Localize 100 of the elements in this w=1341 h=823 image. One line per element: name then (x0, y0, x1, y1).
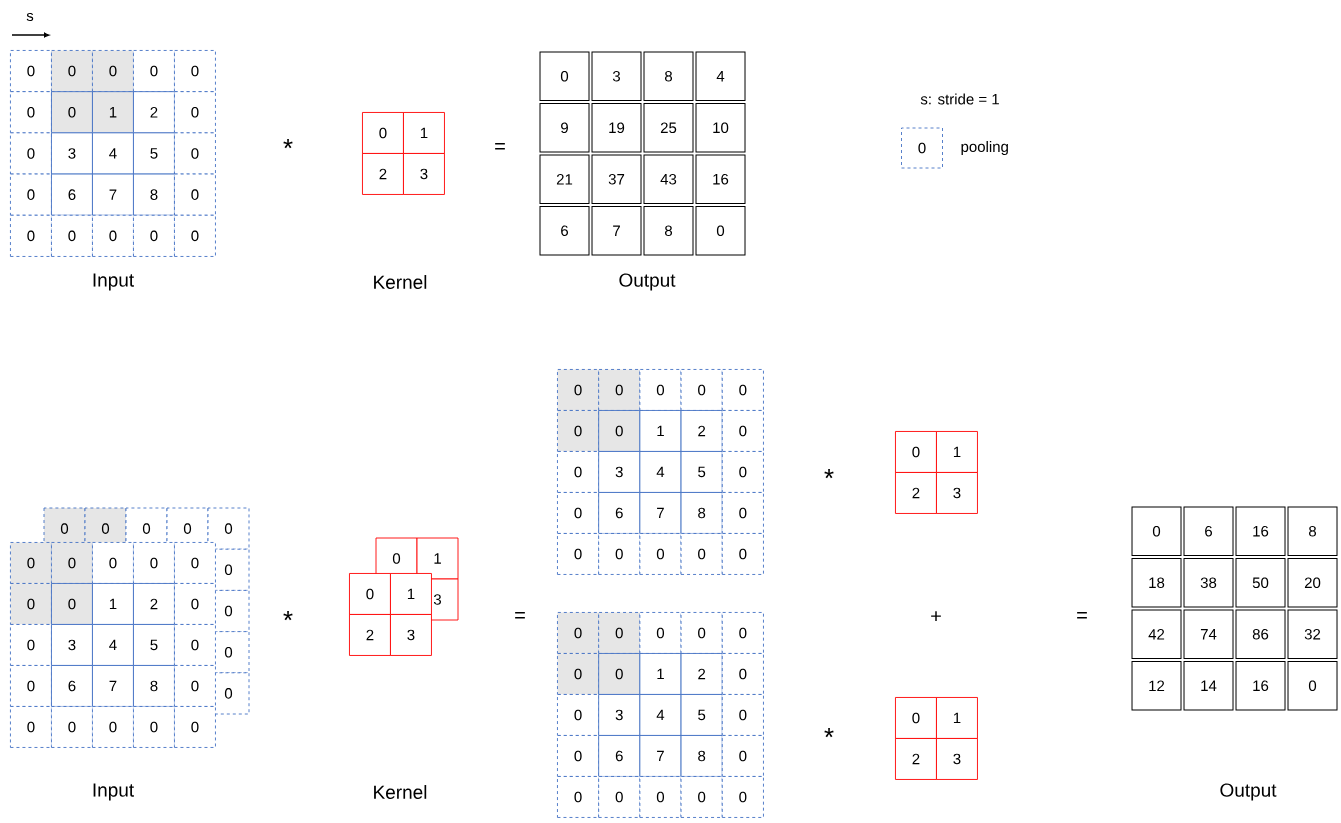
grid-cell: 0 (51, 706, 93, 748)
grid-cell: 0 (557, 735, 600, 777)
grid-cell: 0 (598, 533, 641, 575)
grid-cell: 0 (51, 91, 93, 134)
kernel-cell: 3 (936, 472, 978, 514)
kernel-cell: 1 (936, 431, 978, 473)
output-cell: 0 (1131, 506, 1182, 556)
node-label: 0 (142, 523, 151, 534)
grid-cell: 3 (51, 624, 93, 666)
grid-cell: 0 (10, 583, 52, 625)
grid-cell: 2 (680, 410, 723, 452)
grid-cell: 0 (174, 132, 216, 175)
output-cell: 10 (695, 103, 746, 153)
operator-symbol: = (1077, 612, 1087, 619)
grid-caption: Kernel (374, 275, 427, 289)
grid-cell: 3 (598, 451, 641, 493)
grid-cell: 0 (557, 533, 600, 575)
output-cell: 19 (591, 103, 642, 153)
output-cell: 3 (591, 51, 642, 101)
grid-cell: 0 (557, 492, 600, 534)
node-label: 1 (434, 553, 441, 564)
grid-cell: 0 (557, 451, 600, 493)
grid-cell: 0 (92, 542, 134, 584)
output-cell: 8 (643, 51, 694, 101)
output-cell: 16 (695, 154, 746, 204)
grid-cell: 1 (639, 653, 682, 695)
grid-cell: 4 (92, 624, 134, 666)
kernel-cell: 2 (895, 472, 937, 514)
node-label: 0 (183, 523, 192, 534)
grid-cell: 0 (598, 653, 641, 695)
grid-cell: 7 (92, 173, 134, 216)
grid-cell: 4 (639, 694, 682, 736)
kernel-cell: 2 (362, 153, 404, 195)
output-cell: 8 (643, 206, 694, 256)
kernel-cell: 0 (895, 431, 937, 473)
grid-cell: 7 (92, 665, 134, 707)
grid-caption: Input (93, 273, 134, 291)
node-label: 0 (224, 605, 233, 617)
grid-caption: Output (619, 273, 676, 291)
grid-cell: 0 (680, 369, 723, 411)
grid-cell: 0 (174, 173, 216, 216)
grid-cell: 2 (133, 583, 175, 625)
grid-cell: 0 (174, 50, 216, 93)
operator-symbol: * (283, 611, 293, 621)
output-cell: 32 (1287, 609, 1338, 659)
grid-cell: 0 (680, 776, 723, 818)
grid-cell: 4 (639, 451, 682, 493)
grid-cell: 1 (92, 91, 134, 134)
output-cell: 0 (695, 206, 746, 256)
grid-cell: 8 (680, 492, 723, 534)
grid-cell: 2 (133, 91, 175, 134)
output-cell: 7 (591, 206, 642, 256)
grid-cell: 6 (51, 173, 93, 216)
grid-cell: 0 (174, 542, 216, 584)
operator-symbol: * (824, 728, 834, 738)
output-cell: 86 (1235, 609, 1286, 659)
kernel-cell: 0 (362, 112, 404, 154)
grid-cell: 0 (557, 653, 600, 695)
kernel-cell: 3 (403, 153, 445, 195)
grid-cell: 0 (721, 612, 764, 654)
grid-cell: 0 (174, 706, 216, 748)
grid-cell: 1 (639, 410, 682, 452)
grid-cell: 7 (639, 735, 682, 777)
grid-cell: 0 (10, 542, 52, 584)
grid-cell: 0 (51, 542, 93, 584)
output-cell: 14 (1183, 661, 1234, 711)
output-cell: 0 (1287, 661, 1338, 711)
grid-cell: 0 (557, 776, 600, 818)
grid-cell: 0 (598, 612, 641, 654)
grid-cell: 0 (92, 50, 134, 93)
grid-cell: 0 (721, 410, 764, 452)
grid-cell: 5 (680, 694, 723, 736)
output-cell: 4 (695, 51, 746, 101)
grid-cell: 6 (598, 492, 641, 534)
grid-cell: 7 (639, 492, 682, 534)
grid-cell: 0 (133, 542, 175, 584)
grid-cell: 0 (639, 776, 682, 818)
grid-cell: 0 (598, 776, 641, 818)
output-cell: 0 (539, 51, 590, 101)
grid-caption: Kernel (374, 785, 427, 799)
output-cell: 50 (1235, 558, 1286, 608)
operator-symbol: = (495, 143, 505, 150)
grid-cell: 0 (557, 612, 600, 654)
output-cell: 74 (1183, 609, 1234, 659)
node-label: 0 (224, 688, 233, 699)
output-cell: 25 (643, 103, 694, 153)
grid-cell: 0 (10, 91, 52, 134)
grid-cell: 0 (133, 706, 175, 748)
grid-cell: 6 (51, 665, 93, 707)
grid-cell: 0 (174, 214, 216, 257)
grid-cell: 6 (598, 735, 641, 777)
grid-cell: 5 (133, 132, 175, 175)
grid-cell: 0 (133, 214, 175, 257)
grid-cell: 0 (639, 369, 682, 411)
operator-symbol: * (283, 139, 293, 149)
grid-cell: 0 (639, 612, 682, 654)
grid-cell: 0 (721, 653, 764, 695)
grid-cell: 0 (680, 533, 723, 575)
grid-cell: 0 (557, 694, 600, 736)
grid-cell: 0 (92, 214, 134, 257)
